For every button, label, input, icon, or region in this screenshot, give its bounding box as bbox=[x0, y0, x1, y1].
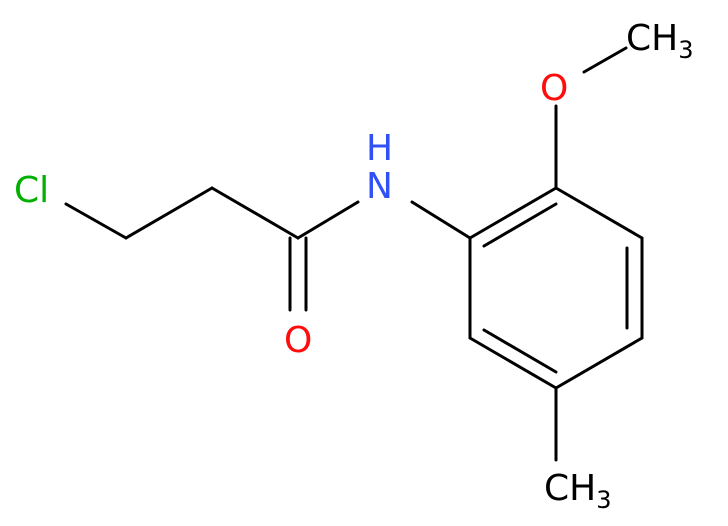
atom-methoxy-oxygen: O bbox=[540, 68, 568, 109]
atom-carbonyl-oxygen: O bbox=[284, 320, 312, 361]
ring-methyl-subscript: 3 bbox=[596, 486, 611, 514]
group-methoxy-methyl: CH3 bbox=[626, 18, 694, 64]
group-ring-methyl: CH3 bbox=[544, 468, 612, 514]
atom-amine-hydrogen: H bbox=[366, 128, 393, 169]
ring-bond-4-5 bbox=[554, 336, 644, 390]
atom-nitrogen: N bbox=[366, 166, 393, 207]
bond-n-ring bbox=[410, 200, 472, 240]
ring-bond-2-3 bbox=[554, 186, 644, 240]
bond-cl-c1 bbox=[64, 202, 128, 240]
atom-chlorine: Cl bbox=[14, 170, 49, 211]
bond-c2-c3 bbox=[210, 186, 300, 240]
methoxy-methyl-main: CH bbox=[626, 18, 678, 59]
ring-methyl-main: CH bbox=[544, 468, 596, 509]
bond-c3-n bbox=[296, 200, 360, 240]
bonds bbox=[64, 46, 644, 462]
ring-bond-1-2-inner bbox=[482, 202, 558, 248]
ring-bond-5-6-inner bbox=[482, 328, 558, 374]
bond-methoxy-o-ch3 bbox=[582, 46, 628, 74]
methoxy-methyl-subscript: 3 bbox=[678, 36, 693, 64]
ring-bond-5-6 bbox=[468, 336, 558, 390]
atom-labels: Cl N H O O CH3 CH3 bbox=[14, 18, 694, 514]
bond-c1-c2 bbox=[124, 186, 214, 240]
ring-bond-1-2 bbox=[468, 186, 558, 240]
